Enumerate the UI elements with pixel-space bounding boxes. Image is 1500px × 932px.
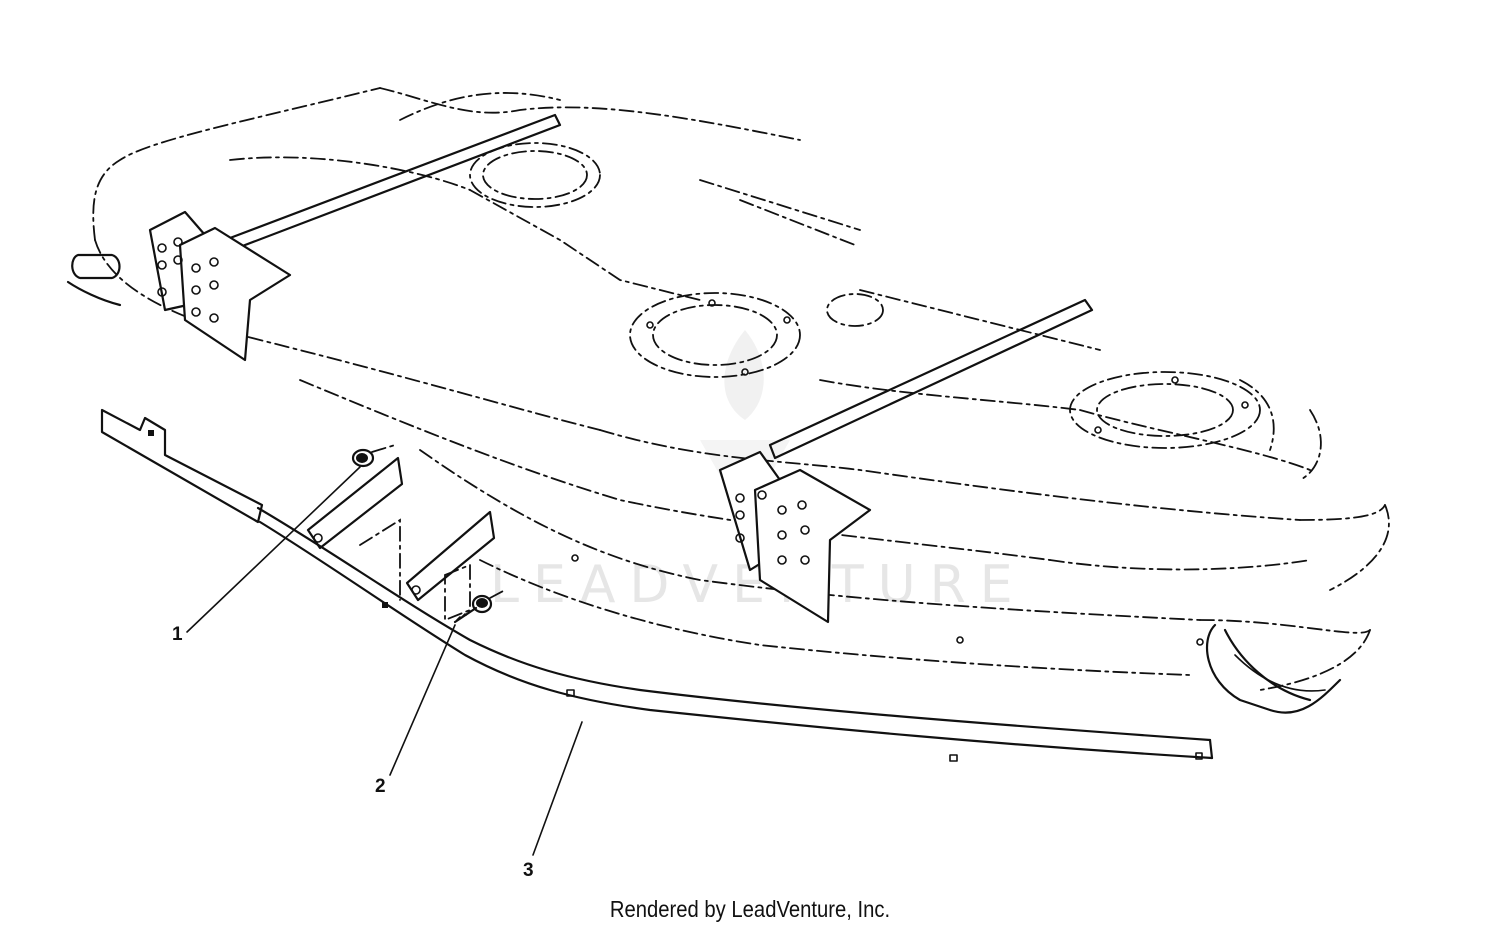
right-spindle-opening: [1069, 371, 1261, 449]
leader-lines: [186, 466, 583, 856]
bracket-holes: [157, 237, 810, 565]
footer-credit: Rendered by LeadVenture, Inc.: [609, 896, 891, 922]
callout-1: 1: [172, 624, 183, 645]
spindle-openings: [469, 142, 1261, 449]
angle-brackets: [306, 456, 496, 622]
left-front-bracket: [178, 226, 292, 362]
callout-3: 3: [523, 860, 534, 881]
deck-outline: [92, 87, 1390, 691]
right-front-bracket: [753, 468, 872, 624]
part-1-nut: [351, 444, 396, 468]
side-pin-icon: [71, 253, 121, 280]
callout-labels: 1 2 3: [172, 624, 534, 881]
part-2-bolt: [453, 589, 506, 624]
deck-hardware: [66, 253, 1342, 714]
left-spindle-opening: [469, 142, 601, 208]
baffle-bracket: [100, 408, 264, 524]
callout-2: 2: [375, 776, 386, 797]
deck-brackets: [148, 210, 872, 624]
discharge-chute-icon: [1205, 623, 1342, 714]
center-spindle-opening: [629, 292, 801, 378]
deck-rails: [228, 113, 1094, 460]
deck-skirt-strip: [256, 506, 1214, 762]
